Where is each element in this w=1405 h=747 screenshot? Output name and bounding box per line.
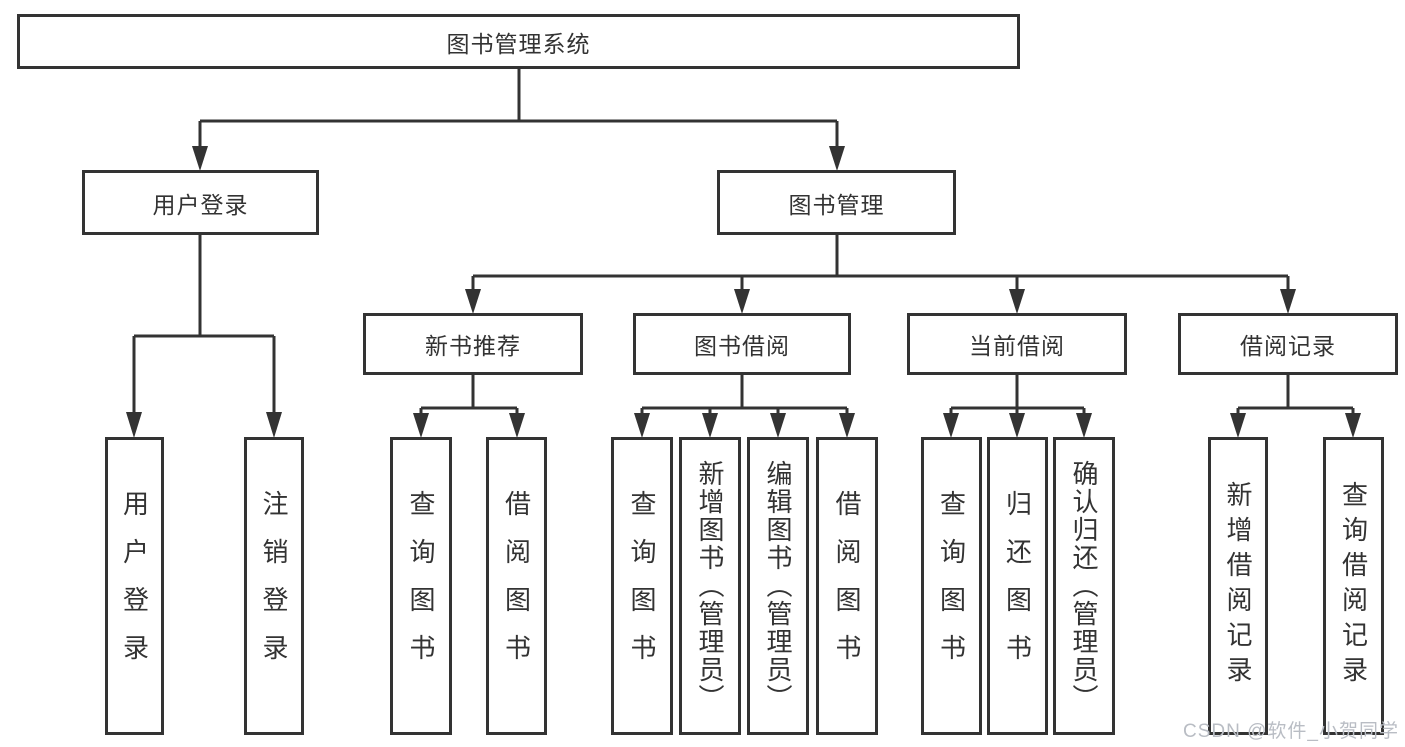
leaf-borrow-books-recommend-label: 借阅图书 [501,490,532,682]
node-book-borrowing: 图书借阅 [633,313,851,375]
leaf-borrow-books-recommend: 借阅图书 [486,437,547,735]
node-root-label: 图书管理系统 [446,30,591,57]
node-root-library-system: 图书管理系统 [17,14,1020,69]
node-current-borrowing-label: 当前借阅 [969,333,1065,359]
leaf-borrow-books-borrowing-label: 借阅图书 [832,490,862,682]
node-current-borrowing: 当前借阅 [907,313,1127,375]
node-borrowing-records-label: 借阅记录 [1240,333,1336,359]
leaf-user-login-label: 用户登录 [119,490,150,682]
node-user-login-branch-label: 用户登录 [152,191,249,218]
node-new-book-recommend: 新书推荐 [363,313,583,375]
leaf-query-books-recommend-label: 查询图书 [406,490,436,682]
leaf-confirm-return-admin-label: 确认归还（管理员） [1069,460,1099,712]
leaf-query-borrow-record-label: 查询借阅记录 [1338,481,1369,691]
node-borrowing-records: 借阅记录 [1178,313,1398,375]
leaf-confirm-return-admin: 确认归还（管理员） [1053,437,1115,735]
leaf-user-login: 用户登录 [105,437,164,735]
leaf-add-borrow-record-label: 新增借阅记录 [1223,481,1253,691]
node-book-borrowing-label: 图书借阅 [694,333,790,359]
node-new-book-recommend-label: 新书推荐 [425,333,521,359]
node-book-management-branch: 图书管理 [717,170,956,235]
leaf-return-book: 归还图书 [987,437,1048,735]
leaf-add-book-admin: 新增图书（管理员） [679,437,741,735]
leaf-edit-book-admin-label: 编辑图书（管理员） [763,460,793,712]
leaf-query-books-borrowing-label: 查询图书 [627,490,657,682]
leaf-query-books-borrowing: 查询图书 [611,437,673,735]
leaf-query-books-current: 查询图书 [921,437,982,735]
node-user-login-branch: 用户登录 [82,170,319,235]
leaf-borrow-books-borrowing: 借阅图书 [816,437,878,735]
leaf-add-book-admin-label: 新增图书（管理员） [695,460,725,712]
leaf-query-borrow-record: 查询借阅记录 [1323,437,1384,735]
leaf-query-books-current-label: 查询图书 [936,490,967,682]
node-book-management-branch-label: 图书管理 [788,191,885,218]
leaf-logout-label: 注销登录 [259,490,289,682]
leaf-edit-book-admin: 编辑图书（管理员） [747,437,809,735]
leaf-query-books-recommend: 查询图书 [390,437,452,735]
leaf-logout: 注销登录 [244,437,304,735]
leaf-add-borrow-record: 新增借阅记录 [1208,437,1268,735]
leaf-return-book-label: 归还图书 [1002,490,1033,682]
csdn-watermark: CSDN @软件_小贺同学 [1183,721,1399,742]
